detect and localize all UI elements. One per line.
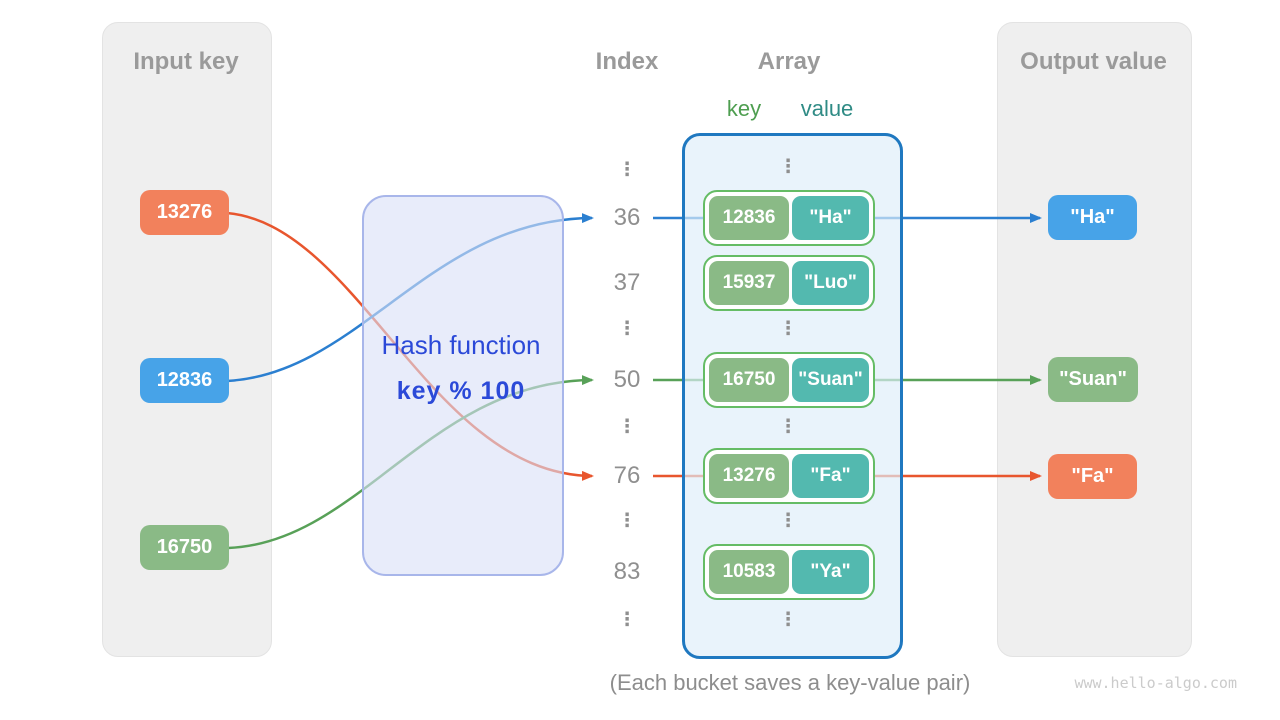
bucket-key: 16750 xyxy=(709,358,789,402)
bucket-row-36: 12836 "Ha" xyxy=(703,190,875,246)
bucket-value: "Ya" xyxy=(792,550,869,594)
hash-function-title: Hash function xyxy=(381,330,541,360)
index-ellipsis: ⋮ xyxy=(617,609,637,631)
hash-function-text: Hash function key % 100 xyxy=(362,330,560,406)
bucket-value: "Luo" xyxy=(792,261,869,305)
input-key-16750: 16750 xyxy=(140,525,229,570)
index-header: Index xyxy=(595,48,659,75)
output-value-suan: "Suan" xyxy=(1048,357,1138,402)
array-ellipsis: ⋮ xyxy=(778,416,798,438)
index-50: 50 xyxy=(613,366,641,393)
index-83: 83 xyxy=(613,558,641,585)
array-ellipsis: ⋮ xyxy=(778,609,798,631)
watermark: www.hello-algo.com xyxy=(1074,674,1237,692)
bucket-value: "Ha" xyxy=(792,196,869,240)
output-value-panel xyxy=(997,22,1192,657)
bucket-row-76: 13276 "Fa" xyxy=(703,448,875,504)
value-column-label: value xyxy=(800,96,854,121)
array-ellipsis: ⋮ xyxy=(778,510,798,532)
bucket-row-37: 15937 "Luo" xyxy=(703,255,875,311)
index-ellipsis: ⋮ xyxy=(617,159,637,181)
hash-function-formula: key % 100 xyxy=(396,377,526,405)
array-ellipsis: ⋮ xyxy=(778,156,798,178)
array-header: Array xyxy=(757,48,821,75)
output-value-ha: "Ha" xyxy=(1048,195,1137,240)
key-column-label: key xyxy=(726,96,762,121)
diagram-caption: (Each bucket saves a key-value pair) xyxy=(609,670,971,695)
bucket-key: 10583 xyxy=(709,550,789,594)
bucket-row-83: 10583 "Ya" xyxy=(703,544,875,600)
array-ellipsis: ⋮ xyxy=(778,318,798,340)
bucket-key: 13276 xyxy=(709,454,789,498)
index-ellipsis: ⋮ xyxy=(617,510,637,532)
bucket-key: 12836 xyxy=(709,196,789,240)
input-key-12836: 12836 xyxy=(140,358,229,403)
index-76: 76 xyxy=(613,462,641,489)
bucket-key: 15937 xyxy=(709,261,789,305)
output-value-fa: "Fa" xyxy=(1048,454,1137,499)
input-key-13276: 13276 xyxy=(140,190,229,235)
index-ellipsis: ⋮ xyxy=(617,318,637,340)
output-value-header: Output value xyxy=(1020,48,1167,75)
index-ellipsis: ⋮ xyxy=(617,416,637,438)
index-36: 36 xyxy=(613,204,641,231)
bucket-value: "Suan" xyxy=(792,358,869,402)
input-key-header: Input key xyxy=(133,48,239,75)
index-37: 37 xyxy=(613,269,641,296)
bucket-value: "Fa" xyxy=(792,454,869,498)
bucket-row-50: 16750 "Suan" xyxy=(703,352,875,408)
